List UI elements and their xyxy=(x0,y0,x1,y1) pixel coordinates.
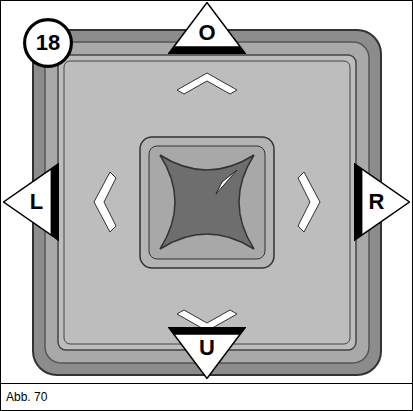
arrow-base-bar xyxy=(169,328,245,335)
callout-circle xyxy=(25,20,72,67)
arrow-base-bar xyxy=(51,164,59,240)
pad-housing xyxy=(33,30,381,375)
callout-number: 18 xyxy=(22,17,74,69)
direction-arrow: L xyxy=(3,163,59,241)
arrow-base-bar xyxy=(355,164,363,240)
pad-ring xyxy=(45,42,369,363)
figure-caption: Abb. 70 xyxy=(6,390,47,404)
arrow-base-bar xyxy=(169,46,245,53)
direction-label: U xyxy=(199,337,215,359)
direction-arrow: O xyxy=(168,2,246,54)
direction-arrow: U xyxy=(168,327,246,379)
arrow-head xyxy=(169,328,245,379)
chevron-up xyxy=(177,73,237,94)
direction-label: O xyxy=(198,22,215,44)
stick-socket xyxy=(140,137,274,268)
pad-plate-line xyxy=(64,61,350,344)
caption-divider xyxy=(0,383,413,384)
knob-pointer xyxy=(216,170,237,194)
chevron-right xyxy=(298,172,320,232)
direction-label: L xyxy=(30,191,43,213)
callout-number: 18 xyxy=(36,32,60,54)
arrow-head xyxy=(169,3,245,54)
arrow-head xyxy=(4,164,59,240)
chevron-left xyxy=(94,172,116,232)
stick-knob xyxy=(160,155,254,249)
direction-label: R xyxy=(368,191,384,213)
pad-plate xyxy=(58,55,356,350)
stick-socket-inner xyxy=(149,146,265,259)
arrow-head xyxy=(355,164,410,240)
direction-arrow: R xyxy=(354,163,410,241)
